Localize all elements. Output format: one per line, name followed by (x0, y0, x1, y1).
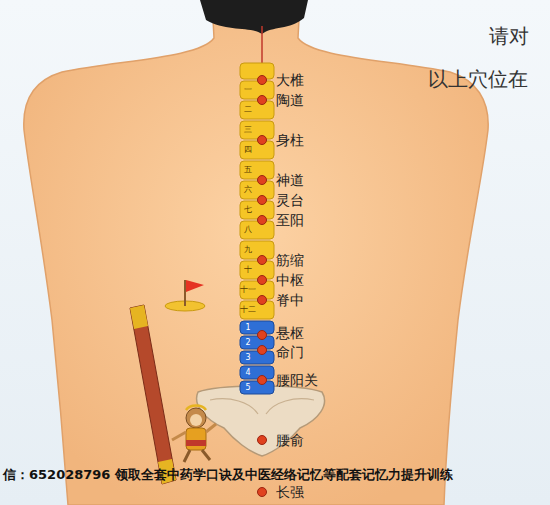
vertebra-number: 七 (244, 206, 252, 214)
vertebra (240, 201, 274, 219)
vertebra-number: 十二 (240, 306, 256, 314)
acupoint-dot (258, 488, 267, 497)
vertebra (240, 181, 274, 199)
monkey-belt (186, 440, 206, 446)
acupoint-label: 神道 (276, 173, 304, 187)
vertebra-number: 六 (244, 186, 252, 194)
vertebra-number: 5 (245, 384, 250, 392)
vertebra-number: 2 (245, 339, 250, 347)
vertebra (240, 381, 274, 394)
flag-pole (184, 280, 186, 306)
acupoint-label: 身柱 (276, 133, 304, 147)
acupoint-label: 中枢 (276, 273, 304, 287)
acupoint-label: 腰俞 (276, 433, 304, 447)
instruction-text: 以上穴位在 (428, 69, 528, 89)
spine (240, 63, 274, 394)
vertebra (240, 336, 274, 349)
vertebra (240, 161, 274, 179)
monkey-figure (172, 406, 216, 463)
vertebra (240, 281, 274, 299)
acupoint-dot (258, 136, 267, 145)
staff-body (130, 305, 176, 484)
acupoint-label: 灵台 (276, 193, 304, 207)
vertebra-number: 八 (244, 226, 252, 234)
vertebra-number: 三 (244, 126, 252, 134)
vertebra-number: 十 (244, 266, 252, 274)
vertebra (240, 241, 274, 259)
vertebra-number: 九 (244, 246, 252, 254)
acupoint-dot (258, 256, 267, 265)
acupoint-dot (258, 331, 267, 340)
acupoint-label: 筋缩 (276, 253, 304, 267)
acupoint-label: 命门 (276, 345, 304, 359)
vertebra (240, 121, 274, 139)
vertebra (240, 366, 274, 379)
acupoint-dot (258, 96, 267, 105)
acupoint-label: 陶道 (276, 93, 304, 107)
acupoint-label: 悬枢 (276, 326, 304, 340)
vertebra-number: 一 (244, 86, 252, 94)
golden-staff (130, 305, 176, 484)
vertebra (240, 321, 274, 334)
monkey-leg (202, 450, 210, 460)
vertebra-number: 1 (245, 324, 250, 332)
vertebra-number: 4 (245, 369, 250, 377)
acupoint-label: 至阳 (276, 213, 304, 227)
flag-cloth (186, 280, 204, 292)
instruction-text: 请对 (489, 26, 529, 46)
acupoint-label: 腰阳关 (276, 373, 318, 387)
watermark: 信：652028796 领取全套中药学口诀及中医经络记忆等配套记忆力提升训练 (3, 468, 453, 481)
flag-marker (165, 280, 205, 311)
monkey-arm (172, 432, 186, 440)
monkey-body (186, 428, 206, 450)
acupoint-dots (258, 76, 267, 497)
monkey-arm (206, 424, 216, 432)
acupoint-label: 长强 (276, 485, 304, 499)
acupoint-dot (258, 276, 267, 285)
monkey-head (186, 408, 206, 428)
staff-band (130, 305, 148, 329)
vertebra-number: 二 (244, 106, 252, 114)
acupoint-label: 大椎 (276, 73, 304, 87)
vertebra (240, 301, 274, 319)
acupoint-dot (258, 76, 267, 85)
vertebra-number: 十一 (240, 286, 256, 294)
acupoint-dot (258, 196, 267, 205)
acupoint-dot (258, 176, 267, 185)
monkey-band (186, 406, 206, 411)
vertebra (240, 221, 274, 239)
vertebra-number: 四 (244, 146, 252, 154)
monkey-face (190, 414, 202, 426)
acupoint-dot (258, 216, 267, 225)
vertebra (240, 63, 274, 79)
vertebra-number: 3 (245, 354, 250, 362)
vertebra-number: 五 (244, 166, 252, 174)
vertebra (240, 81, 274, 99)
vertebra (240, 101, 274, 119)
acupoint-dot (258, 346, 267, 355)
vertebra (240, 261, 274, 279)
monkey-leg (184, 450, 190, 462)
acupoint-label: 脊中 (276, 293, 304, 307)
sacrum-bone (197, 386, 325, 456)
vertebra (240, 351, 274, 364)
acupoint-dot (258, 436, 267, 445)
vertebra (240, 141, 274, 159)
hair (200, 0, 308, 34)
body-silhouette (24, 0, 488, 505)
acupoint-dot (258, 376, 267, 385)
sacrum-detail (210, 399, 314, 414)
acupoint-dot (258, 296, 267, 305)
